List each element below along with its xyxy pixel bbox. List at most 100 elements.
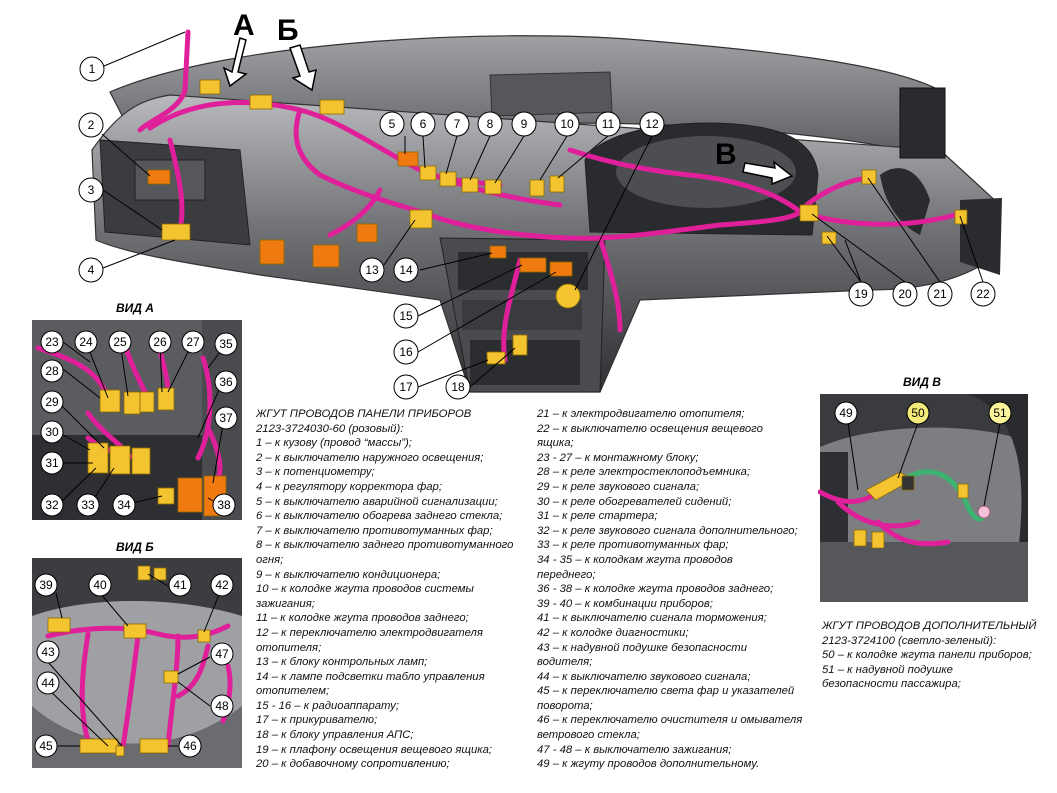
view-v-diagram: 49 50 51: [818, 394, 1028, 602]
view-b-diagram: 39 40 41 42 43 44 45 46 47 48: [32, 558, 242, 768]
svg-text:9: 9: [521, 117, 528, 131]
legend-line: переднего;: [537, 568, 596, 581]
svg-text:14: 14: [399, 263, 413, 277]
legend-line: 41 – к выключателю сигнала торможения;: [537, 612, 767, 625]
legend-line: 10 – к колодке жгута проводов системы: [256, 583, 474, 596]
svg-text:1: 1: [89, 62, 96, 76]
callout-19: 19: [848, 281, 874, 307]
callout-50: 50: [906, 401, 930, 425]
legend-line: 44 – к выключателю звукового сигнала;: [537, 670, 751, 683]
legend-line: 1 – к кузову (провод “массы”);: [256, 437, 412, 450]
svg-text:40: 40: [93, 578, 107, 592]
callout-21: 21: [927, 281, 953, 307]
callout-12: 12: [639, 111, 665, 137]
legend-line: 3 – к потенциометру;: [256, 466, 375, 479]
callout-27: 27: [181, 330, 205, 354]
callout-34: 34: [112, 493, 136, 517]
svg-text:В: В: [715, 138, 737, 171]
legend-line: 2123-3724030-60 (розовый):: [256, 422, 404, 435]
main-connectors: [147, 79, 968, 365]
callout-38: 38: [212, 493, 236, 517]
svg-text:21: 21: [933, 287, 947, 301]
callout-11: 11: [595, 111, 621, 137]
legend-line: 20 – к добавочному сопротивлению;: [256, 758, 450, 771]
callout-17: 17: [393, 374, 419, 400]
svg-text:26: 26: [153, 335, 167, 349]
svg-text:34: 34: [117, 498, 131, 512]
callout-30: 30: [40, 420, 64, 444]
svg-text:6: 6: [420, 117, 427, 131]
svg-text:38: 38: [217, 498, 231, 512]
callout-25: 25: [108, 330, 132, 354]
legend-line: поворота;: [537, 699, 593, 712]
legend-line: 28 – к реле электростеклоподъемника;: [537, 466, 751, 479]
callout-4: 4: [78, 257, 104, 283]
callout-33: 33: [76, 493, 100, 517]
view-arrow-v: В: [715, 138, 794, 186]
legend-line: 2 – к выключателю наружного освещения;: [256, 451, 484, 464]
callout-42: 42: [210, 573, 234, 597]
svg-text:20: 20: [898, 287, 912, 301]
callout-39: 39: [34, 573, 58, 597]
legend-line: 23 - 27 – к монтажному блоку;: [537, 451, 699, 464]
callout-20: 20: [892, 281, 918, 307]
view-arrow-a: А: [222, 9, 255, 88]
legend-line: 4 – к регулятору корректора фар;: [256, 480, 442, 493]
svg-text:23: 23: [45, 335, 59, 349]
svg-text:12: 12: [645, 117, 659, 131]
svg-text:46: 46: [183, 739, 197, 753]
svg-text:22: 22: [976, 287, 990, 301]
callout-49: 49: [834, 401, 858, 425]
callout-6: 6: [410, 111, 436, 137]
callout-24: 24: [74, 330, 98, 354]
legend-column-2: 21 – к электродвигателю отопителя; 22 – …: [537, 407, 802, 772]
legend-line: 7 – к выключателю противотуманных фар;: [256, 524, 493, 537]
legend-line: 36 - 38 – к колодке жгута проводов задне…: [537, 583, 774, 596]
svg-text:Б: Б: [277, 14, 299, 47]
legend-line: 49 – к жгуту проводов дополнительному.: [537, 758, 760, 771]
legend-line: водителя;: [537, 656, 593, 669]
legend-line: 18 – к блоку управления АПС;: [256, 729, 414, 742]
svg-text:7: 7: [454, 117, 461, 131]
svg-text:39: 39: [39, 578, 53, 592]
callout-7: 7: [444, 111, 470, 137]
legend-line: 5 – к выключателю аварийной сигнализации…: [256, 495, 498, 508]
legend-line: 21 – к электродвигателю отопителя;: [537, 408, 745, 420]
legend-line: безопасности пассажира;: [822, 678, 961, 691]
legend-line: ветрового стекла;: [537, 729, 640, 742]
view-v-title: ВИД В: [903, 375, 941, 389]
callout-35: 35: [214, 332, 238, 356]
callout-48: 48: [210, 694, 234, 718]
legend-line: 22 – к выключателю освещения вещевого: [537, 422, 763, 435]
callout-13: 13: [359, 257, 385, 283]
callout-44: 44: [36, 671, 60, 695]
callout-10: 10: [554, 111, 580, 137]
callout-37: 37: [214, 406, 238, 430]
callout-5: 5: [379, 111, 405, 137]
legend-line: зажигания;: [256, 597, 315, 610]
callout-26: 26: [148, 330, 172, 354]
legend-line: 46 – к переключателю очистителя и омыват…: [537, 714, 803, 727]
view-b-title: ВИД Б: [116, 540, 154, 554]
callout-47: 47: [210, 642, 234, 666]
svg-text:45: 45: [39, 739, 53, 753]
callout-45: 45: [34, 734, 58, 758]
svg-text:27: 27: [186, 335, 200, 349]
view-a-diagram: 23 24 25 26 27 28 29 30 31 32 33 34 35 3…: [32, 320, 242, 520]
legend-line: 13 – к блоку контрольных ламп;: [256, 656, 428, 669]
callout-51: 51: [988, 401, 1012, 425]
legend-line: отопителя;: [256, 641, 322, 654]
svg-text:41: 41: [173, 578, 187, 592]
svg-text:30: 30: [45, 425, 59, 439]
callout-31: 31: [40, 451, 64, 475]
callout-3: 3: [78, 177, 104, 203]
callout-14: 14: [393, 257, 419, 283]
callout-43: 43: [36, 640, 60, 664]
callout-46: 46: [178, 734, 202, 758]
svg-text:18: 18: [451, 380, 465, 394]
svg-text:50: 50: [911, 406, 925, 420]
legend-line: 19 – к плафону освещения вещевого ящика;: [256, 743, 493, 756]
svg-text:19: 19: [854, 287, 868, 301]
legend-line: 32 – к реле звукового сигнала дополнител…: [537, 524, 798, 537]
main-leader-lines: [101, 31, 984, 388]
